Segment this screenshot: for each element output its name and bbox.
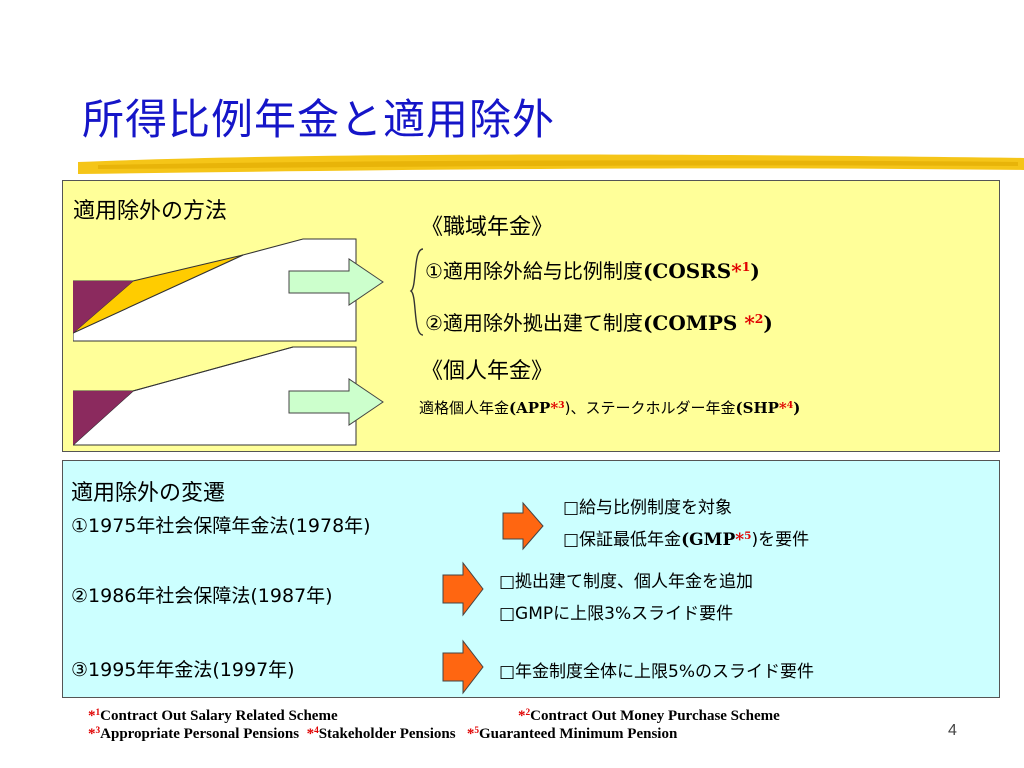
history-entry-1986: ②1986年社会保障法(1987年)	[71, 585, 333, 607]
history-note-1b: □保証最低年金(GMP*5)を要件	[563, 530, 810, 550]
cosrs-arrow-icon	[288, 258, 384, 306]
methods-heading: 適用除外の方法	[73, 199, 228, 224]
brace-icon	[409, 248, 424, 336]
history-note-3: □年金制度全体に上限5%のスライド要件	[499, 662, 815, 682]
title-underline-brush	[78, 154, 1024, 174]
page-title: 所得比例年金と適用除外	[82, 95, 556, 144]
history-arrow-2-icon	[442, 561, 484, 617]
history-entry-1975: ①1975年社会保障年金法(1978年)	[71, 515, 371, 537]
history-note-2b: □GMPに上限3%スライド要件	[499, 604, 734, 624]
personal-heading: 《個人年金》	[421, 359, 554, 384]
occupational-item-comps: ②適用除外拠出建て制度(COMPS *2)	[425, 311, 773, 335]
history-panel: 適用除外の変遷 ①1975年社会保障年金法(1978年) □給与比例制度を対象 …	[62, 460, 1000, 698]
history-arrow-1-icon	[502, 501, 544, 551]
footnote-2: *2Contract Out Money Purchase Scheme	[518, 708, 780, 725]
history-note-2a: □拠出建て制度、個人年金を追加	[499, 572, 754, 592]
occupational-item-cosrs: ①適用除外給与比例制度(COSRS*1)	[425, 259, 760, 283]
methods-panel: 適用除外の方法 《職域年金》 ①適用除外給与比例制度(COSRS*1) ②適用除…	[62, 180, 1000, 452]
occupational-heading: 《職域年金》	[421, 215, 554, 240]
history-heading: 適用除外の変遷	[71, 481, 226, 506]
personal-arrow-icon	[288, 378, 384, 426]
cosrs-diagram	[73, 238, 357, 342]
history-note-1a: □給与比例制度を対象	[563, 498, 733, 518]
history-entry-1995: ③1995年年金法(1997年)	[71, 659, 295, 681]
footnote-1: *1Contract Out Salary Related Scheme	[88, 708, 338, 725]
page-number: 4	[948, 722, 957, 739]
personal-items: 適格個人年金(APP*3)、ステークホルダー年金(SHP*4)	[419, 399, 801, 417]
personal-diagram	[73, 346, 357, 446]
footnote-3-5: *3Appropriate Personal Pensions *4Stakeh…	[88, 726, 678, 743]
history-arrow-3-icon	[442, 639, 484, 695]
